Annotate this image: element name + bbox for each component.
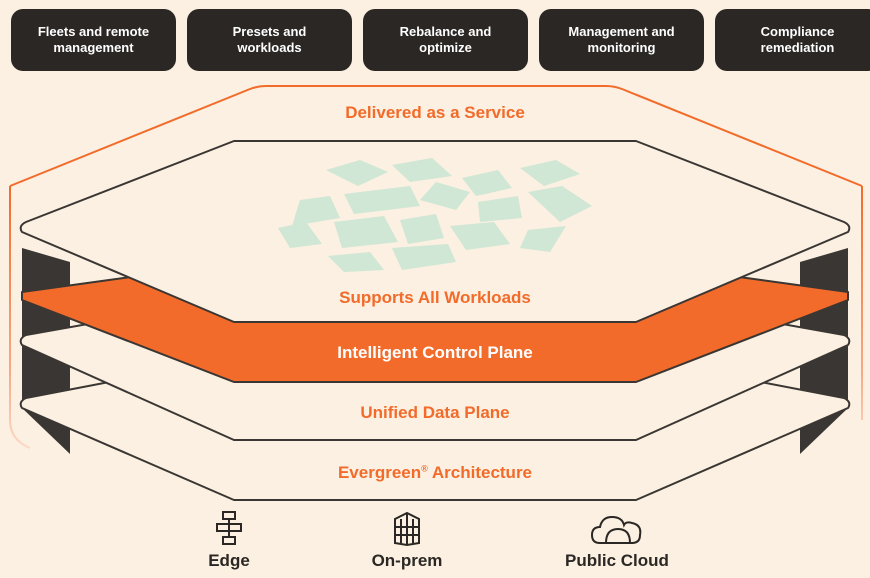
feature-bar: Fleets and remote management Presets and… bbox=[11, 9, 870, 71]
service-envelope-sides bbox=[9, 186, 863, 449]
compliance-remediation-button[interactable]: Compliance remediation bbox=[715, 9, 870, 71]
edge-network-icon bbox=[159, 511, 299, 547]
architecture-label: Evergreen® Architecture bbox=[0, 463, 870, 483]
service-envelope bbox=[9, 85, 863, 187]
presets-workloads-button[interactable]: Presets and workloads bbox=[187, 9, 352, 71]
on-prem-building-icon bbox=[337, 511, 477, 547]
environment-label: On-prem bbox=[371, 551, 443, 570]
environment-public-cloud: Public Cloud bbox=[547, 511, 687, 571]
fleets-remote-management-button[interactable]: Fleets and remote management bbox=[11, 9, 176, 71]
control-plane-label: Intelligent Control Plane bbox=[337, 343, 533, 362]
workload-tiles bbox=[278, 158, 592, 272]
service-label: Delivered as a Service bbox=[345, 103, 525, 122]
workloads-label: Supports All Workloads bbox=[339, 288, 531, 307]
architecture-suffix: Architecture bbox=[427, 463, 533, 482]
environment-edge: Edge bbox=[159, 511, 299, 571]
environment-label: Edge bbox=[208, 551, 250, 570]
data-plane-label: Unified Data Plane bbox=[360, 403, 510, 422]
registered-mark: ® bbox=[421, 463, 428, 474]
cloud-icon bbox=[547, 511, 687, 547]
environment-label: Public Cloud bbox=[565, 551, 669, 570]
management-monitoring-button[interactable]: Management and monitoring bbox=[539, 9, 704, 71]
rebalance-optimize-button[interactable]: Rebalance and optimize bbox=[363, 9, 528, 71]
environment-on-prem: On-prem bbox=[337, 511, 477, 571]
architecture-name: Evergreen bbox=[337, 463, 422, 482]
